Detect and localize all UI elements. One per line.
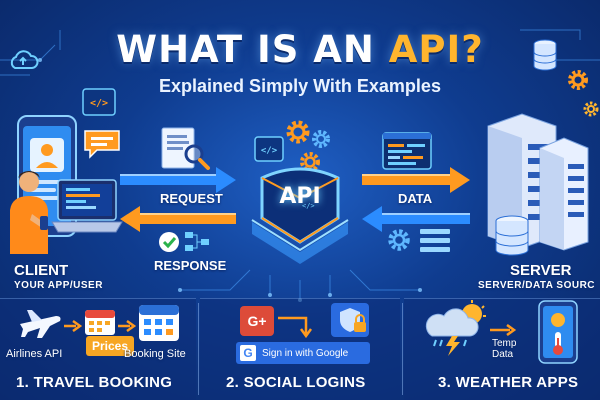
server-response-arrow <box>362 206 470 232</box>
google-g-icon: G <box>240 345 256 361</box>
panel-divider <box>402 303 403 395</box>
code-window-icon: </> <box>254 136 284 162</box>
gear-icon <box>312 130 330 148</box>
weather-phone-icon <box>538 300 578 364</box>
booking-calendar-icon <box>139 305 179 341</box>
gear-icon <box>388 229 410 251</box>
shield-lock-icon <box>331 303 369 337</box>
prices-badge: Prices <box>86 336 135 356</box>
request-arrow <box>120 167 236 193</box>
database-icon <box>495 215 529 256</box>
temp-label: Temp <box>492 338 517 349</box>
response-label: RESPONSE <box>154 258 227 273</box>
request-label: REQUEST <box>160 191 223 206</box>
airlines-api-label: Airlines API <box>6 348 63 360</box>
booking-site-label: Booking Site <box>124 348 186 360</box>
sign-in-with-google-button[interactable]: G Sign in with Google <box>236 342 370 364</box>
gear-icon <box>568 70 588 90</box>
list-icon <box>420 229 450 252</box>
code-window-icon: </> <box>82 88 116 116</box>
document-search-icon <box>161 127 210 170</box>
weather-apps-title: 3. WEATHER APPS <box>438 374 579 391</box>
google-plus-icon: G+ <box>240 306 274 336</box>
svg-text:</>: </> <box>302 202 315 210</box>
user-person-icon <box>10 171 48 254</box>
terminal-window-icon <box>382 132 432 170</box>
panel-divider <box>198 303 199 395</box>
sign-in-label: Sign in with Google <box>262 347 349 359</box>
arrow-right-icon <box>278 316 313 339</box>
server-sublabel: SERVER/DATA SOURC <box>478 280 596 291</box>
social-logins-title: 2. SOCIAL LOGINS <box>226 374 366 391</box>
response-arrow <box>120 206 236 232</box>
chat-bubble-icon <box>84 130 120 159</box>
data-sub-label: Data <box>492 349 514 360</box>
client-label: CLIENT <box>14 262 69 279</box>
calendar-icon <box>85 310 115 335</box>
data-label: DATA <box>398 191 433 206</box>
server-label: SERVER <box>510 262 572 279</box>
storm-cloud-icon <box>425 300 486 356</box>
database-icon <box>533 39 557 71</box>
page-subtitle: Explained Simply With Examples <box>159 76 441 96</box>
cloud-upload-icon <box>10 50 39 69</box>
svg-text:</>: </> <box>261 146 278 156</box>
arrow-right-icon <box>118 319 137 333</box>
client-sublabel: YOUR APP/USER <box>14 280 103 291</box>
server-rack-icon <box>487 113 589 251</box>
check-circle-icon <box>159 232 179 252</box>
api-center-label: API <box>279 184 321 209</box>
laptop-icon <box>51 179 123 233</box>
page-title: WHAT IS AN API? <box>116 28 484 71</box>
temp-data-label: Temp Data <box>492 338 516 360</box>
api-chip: </> <box>251 167 349 264</box>
airplane-icon <box>20 310 61 338</box>
data-arrow <box>362 167 470 193</box>
svg-text:</>: </> <box>90 98 108 109</box>
gear-icon <box>286 120 310 144</box>
flow-chart-icon <box>185 232 209 251</box>
travel-booking-title: 1. TRAVEL BOOKING <box>16 374 173 391</box>
gear-icon <box>583 101 599 117</box>
arrow-right-icon <box>490 323 517 337</box>
arrow-right-icon <box>64 319 83 333</box>
